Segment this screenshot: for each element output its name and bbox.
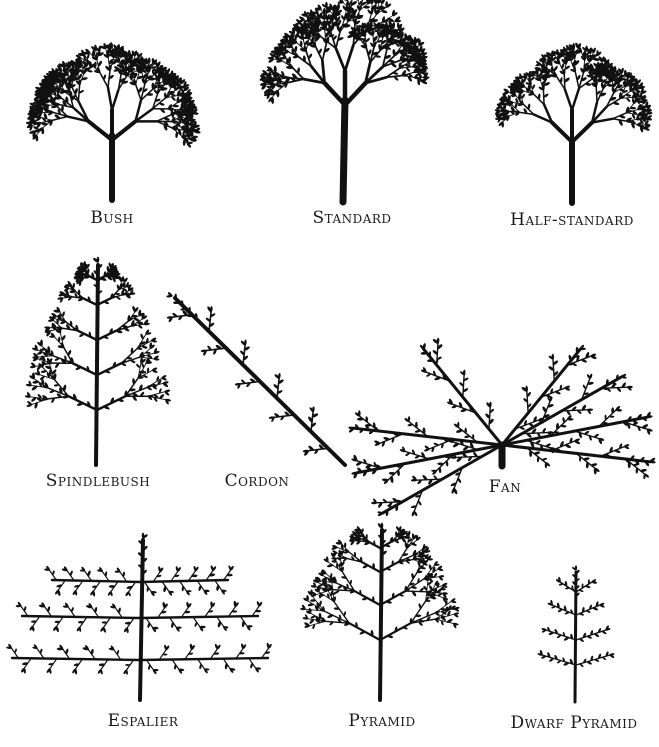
tree-pyramid — [300, 523, 460, 700]
label-pyramid: Pyramid — [348, 711, 415, 731]
tree-dwarf-pyramid — [537, 565, 615, 702]
tree-half-standard — [494, 42, 652, 203]
label-spindlebush: Spindlebush — [46, 471, 150, 491]
tree-spindlebush — [25, 257, 171, 465]
label-half-standard: Half-standard — [510, 210, 634, 230]
tree-standard — [259, 0, 430, 202]
tree-cordon — [166, 291, 345, 465]
label-fan: Fan — [489, 477, 521, 497]
label-dwarf-pyramid: Dwarf Pyramid — [510, 713, 637, 733]
label-bush: Bush — [90, 208, 133, 228]
tree-bush — [26, 42, 201, 200]
label-espalier: Espalier — [108, 711, 179, 731]
label-standard: Standard — [312, 208, 391, 228]
tree-espalier — [6, 533, 272, 700]
label-cordon: Cordon — [225, 471, 290, 491]
